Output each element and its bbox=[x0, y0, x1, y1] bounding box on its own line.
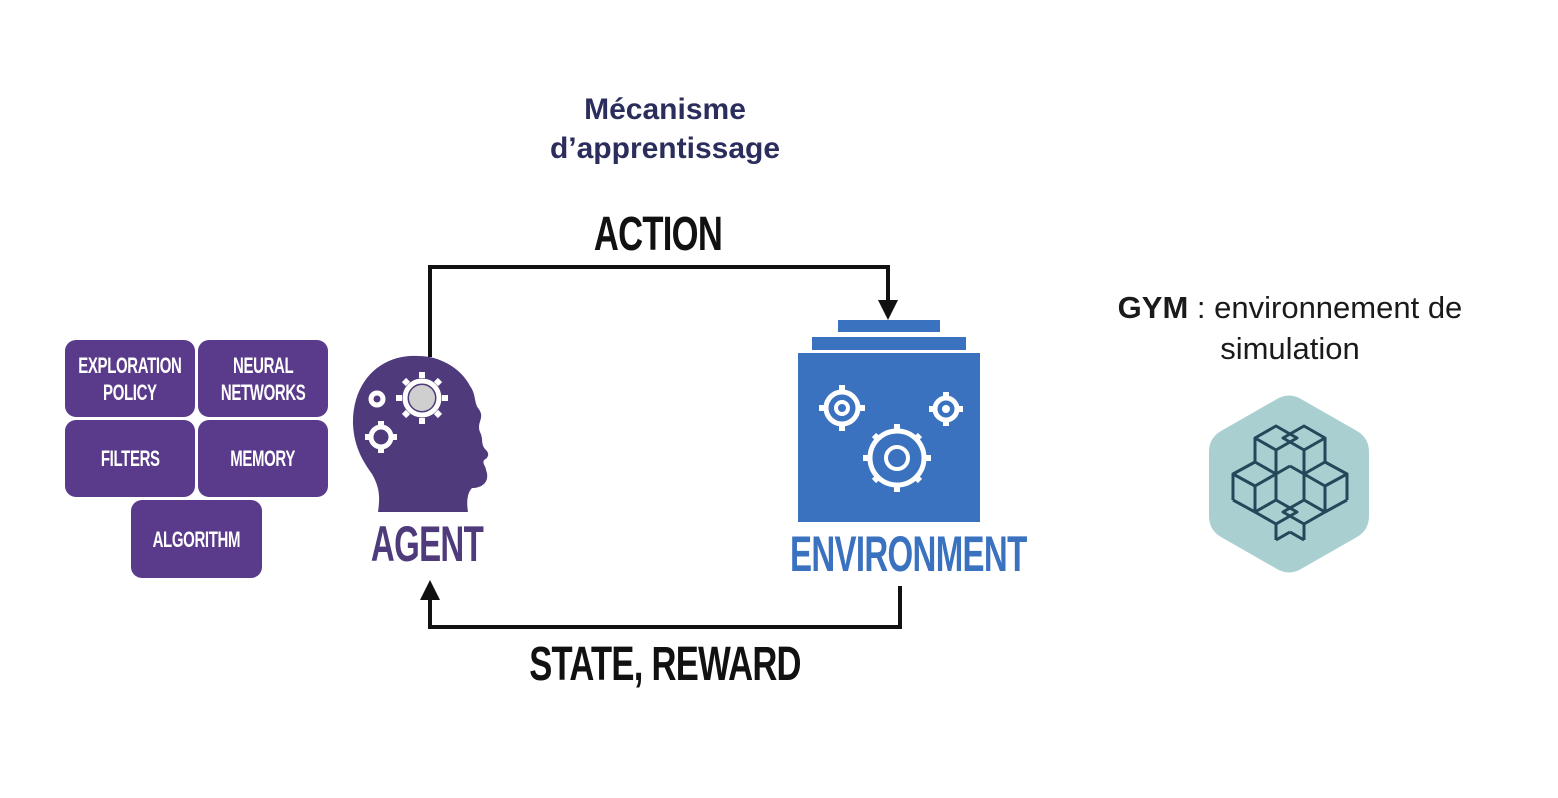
title-line-1: Mécanisme bbox=[584, 93, 746, 126]
agent-label: AGENT bbox=[370, 516, 484, 572]
title-line-2: d’apprentissage bbox=[549, 132, 781, 165]
tile-filters-label: FILTERS bbox=[100, 446, 160, 471]
diagram-title: Mécanisme d’apprentissage bbox=[465, 90, 865, 168]
tile-exploration-policy-label: EXPLORATION POLICY bbox=[78, 352, 182, 405]
state-reward-label: STATE, REWARD bbox=[529, 638, 801, 691]
gym-description: GYM : environnement de simulation bbox=[1040, 287, 1540, 369]
tile-algorithm-label: ALGORITHM bbox=[152, 526, 241, 552]
environment-label: ENVIRONMENT bbox=[790, 526, 1027, 582]
gym-description-line-1: GYM : environnement de bbox=[1040, 287, 1540, 328]
gym-name: GYM bbox=[1117, 290, 1189, 325]
tile-filters: FILTERS bbox=[65, 420, 195, 497]
arrow-down-icon bbox=[878, 300, 898, 320]
tile-neural-networks: NEURAL NETWORKS bbox=[198, 340, 328, 417]
tile-algorithm: ALGORITHM bbox=[131, 500, 262, 578]
state-reward-arrow bbox=[420, 580, 902, 629]
gym-description-rest: : environnement de bbox=[1188, 290, 1463, 325]
tile-neural-networks-label: NEURAL NETWORKS bbox=[220, 352, 306, 405]
tile-memory: MEMORY bbox=[198, 420, 328, 497]
action-label: ACTION bbox=[593, 208, 723, 261]
gym-description-line-2: simulation bbox=[1220, 331, 1360, 366]
action-arrow bbox=[428, 265, 898, 357]
arrow-up-icon bbox=[420, 580, 440, 600]
tile-exploration-policy: EXPLORATION POLICY bbox=[65, 340, 195, 417]
tile-memory-label: MEMORY bbox=[230, 446, 296, 471]
